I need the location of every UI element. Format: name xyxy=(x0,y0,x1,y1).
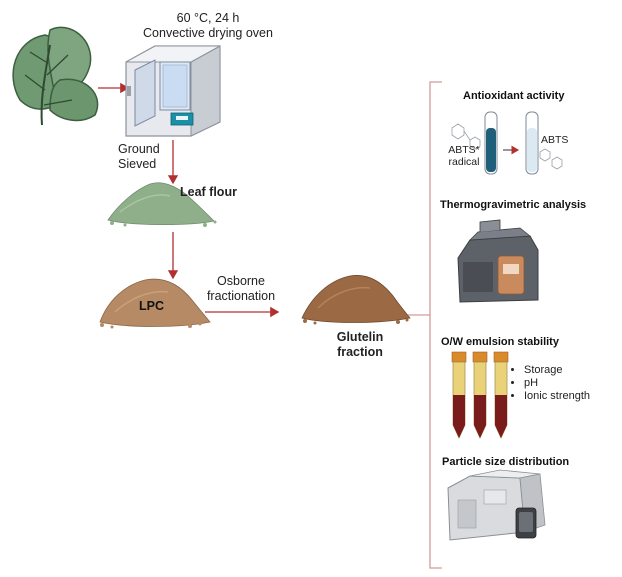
leaf-flour-pile-icon xyxy=(107,182,217,227)
glutelin-line1: Glutelin xyxy=(336,330,384,344)
analyses-bracket xyxy=(429,81,442,569)
glutelin-pile-icon xyxy=(301,275,411,325)
antioxidant-tubes-icon xyxy=(451,111,563,175)
tga-instrument-icon xyxy=(457,219,539,303)
drying-conditions: 60 °C, 24 h Convective drying oven xyxy=(118,11,298,41)
emulsion-condition-item: pH xyxy=(524,377,590,390)
emulsion-condition-item: Ionic strength xyxy=(524,390,590,403)
leaf-flour-label: Leaf flour xyxy=(180,185,237,199)
lpc-label: LPC xyxy=(139,299,164,313)
grind-step-label: Ground Sieved xyxy=(118,142,160,172)
abts-radical-label: ABTS* radical xyxy=(442,144,486,168)
emulsion-conditions-list: StoragepHIonic strength xyxy=(510,364,590,403)
grind-step-line1: Ground xyxy=(118,142,160,156)
tga-title: Thermogravimetric analysis xyxy=(440,199,587,211)
emulsion-title: O/W emulsion stability xyxy=(441,336,559,348)
drying-condition-label: 60 °C, 24 h xyxy=(176,11,240,25)
leaf-icon xyxy=(12,26,99,126)
emulsion-condition-item: Storage xyxy=(524,364,590,377)
lpc-pile-icon xyxy=(99,278,211,329)
drying-equipment-label: Convective drying oven xyxy=(143,26,273,40)
antioxidant-title: Antioxidant activity xyxy=(463,90,565,102)
drying-oven-icon xyxy=(125,45,221,137)
osborne-line1: Osborne xyxy=(217,274,265,288)
emulsion-tubes-icon xyxy=(451,351,509,439)
abts-radical-line1: ABTS* xyxy=(448,144,480,156)
psd-title: Particle size distribution xyxy=(442,456,570,468)
osborne-line2: fractionation xyxy=(206,289,276,303)
osborne-label: Osborne fractionation xyxy=(196,274,286,304)
abts-product-label: ABTS xyxy=(541,134,569,146)
glutelin-line2: fraction xyxy=(337,345,383,359)
abts-radical-line2: radical xyxy=(448,156,480,168)
glutelin-label: Glutelin fraction xyxy=(320,330,400,360)
particle-size-analyzer-icon xyxy=(447,469,546,541)
grind-step-line2: Sieved xyxy=(118,157,157,171)
